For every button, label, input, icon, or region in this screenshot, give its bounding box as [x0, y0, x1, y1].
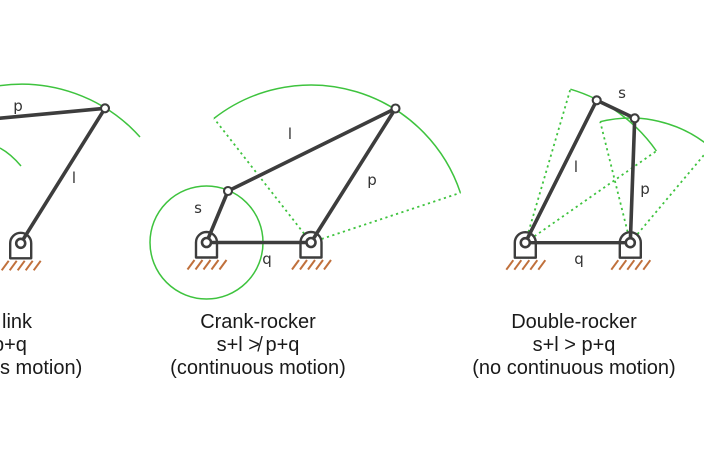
link-bar-s — [204, 189, 230, 245]
motion-limit-line — [599, 121, 632, 243]
rocker-arc — [600, 117, 704, 144]
four-bar-linkage-figure: p l s l p q — [0, 83, 704, 300]
caption-left: link p+q s motion) — [0, 311, 120, 380]
caption-double-rocker: Double-rocker s+l > p+q (no continuous m… — [414, 311, 704, 380]
caption-motion-note: (no continuous motion) — [472, 357, 676, 379]
rocker-arc — [213, 84, 462, 194]
link-bar-l — [523, 98, 599, 245]
link-label-p: p — [13, 97, 23, 115]
link-bar-p — [309, 106, 398, 245]
link-bar-p — [0, 106, 107, 121]
pin-joint — [390, 103, 401, 114]
motion-limit-line — [213, 117, 312, 244]
motion-limit-line — [310, 191, 461, 244]
link-label-l: l — [574, 158, 578, 176]
motion-limit-line — [524, 88, 572, 243]
caption-title: Double-rocker — [511, 311, 637, 333]
rocker-arc — [570, 88, 658, 152]
motion-arc — [0, 147, 22, 167]
link-label-s: s — [618, 84, 626, 102]
link-bar-l — [226, 106, 398, 193]
link-label-l: l — [72, 169, 76, 187]
pin-joint — [629, 113, 640, 124]
link-bar-s — [594, 98, 637, 121]
linkage-right-diagram: s l p q — [505, 84, 704, 271]
link-bar-p — [628, 116, 637, 245]
pivot-joint — [624, 236, 637, 249]
caption-title: link — [2, 311, 33, 333]
pin-joint — [591, 95, 602, 106]
caption-motion-note: s motion) — [0, 357, 83, 379]
link-label-q: q — [574, 250, 584, 268]
caption-condition: s+l ≯ p+q — [216, 334, 300, 356]
caption-motion-note: (continuous motion) — [170, 357, 346, 379]
link-label-p: p — [640, 180, 650, 198]
pivot-joint — [200, 236, 213, 249]
caption-condition: p+q — [0, 334, 27, 356]
pivot-joint — [305, 236, 317, 249]
motion-limit-line — [524, 150, 657, 244]
link-bar-l — [18, 106, 107, 246]
pivot-joint — [519, 236, 532, 249]
pin-joint — [99, 103, 111, 114]
linkage-middle-diagram: s l p q — [149, 84, 462, 300]
pivot-joint — [14, 237, 27, 250]
caption-condition: s+l > p+q — [532, 334, 616, 356]
caption-title: Crank-rocker — [200, 311, 316, 333]
pin-joint — [222, 185, 234, 197]
link-label-s: s — [194, 199, 202, 217]
link-label-l: l — [288, 125, 292, 143]
linkage-left-diagram: p l — [0, 83, 141, 272]
motion-arc — [0, 83, 141, 138]
link-label-q: q — [262, 250, 272, 268]
motion-limit-line — [629, 153, 704, 244]
link-label-p: p — [367, 171, 377, 189]
caption-crank-rocker: Crank-rocker s+l ≯ p+q (continuous motio… — [98, 311, 418, 380]
